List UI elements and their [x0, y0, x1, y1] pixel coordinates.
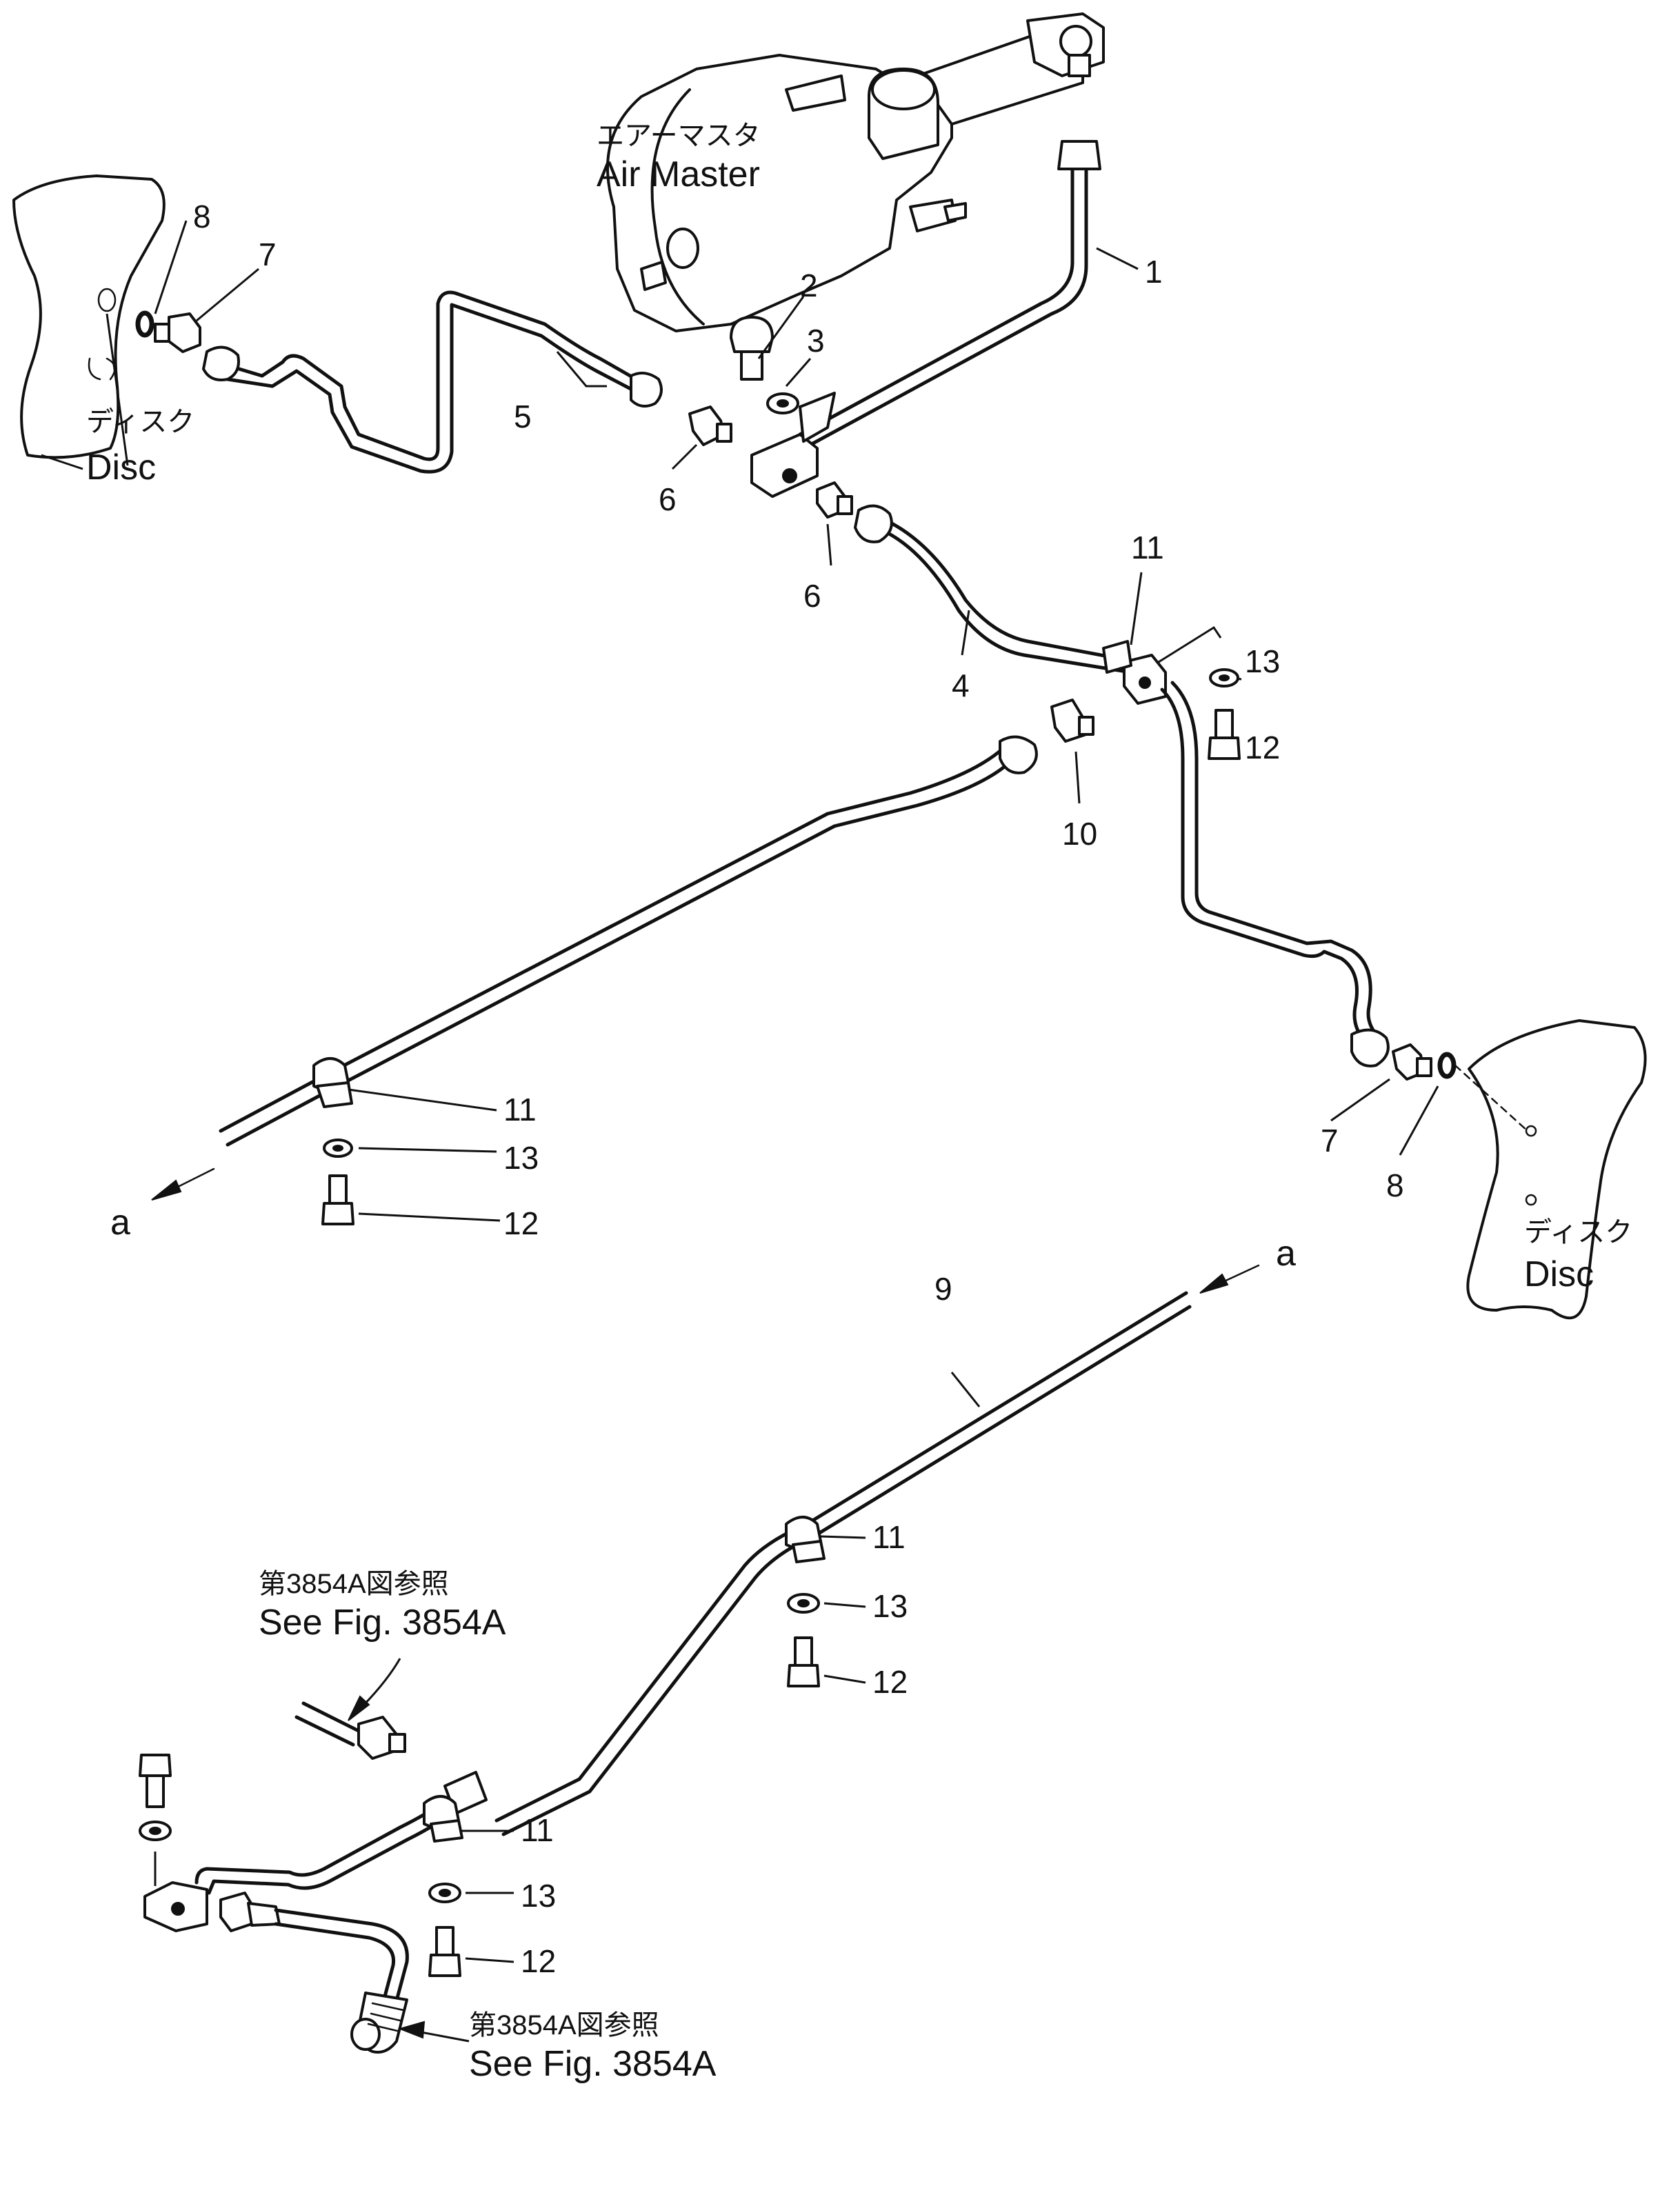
washer-lower-left	[139, 1821, 172, 1841]
see-fig-lower-jp: 第3854A図参照	[469, 2010, 659, 2040]
washer-3	[766, 392, 799, 414]
bolt-2	[730, 316, 774, 381]
clip-11-mid	[785, 1516, 826, 1563]
fitting-6-lower	[816, 481, 853, 519]
see-fig-upper-jp: 第3854A図参照	[259, 1569, 449, 1599]
pipe-to-right-disc	[1160, 681, 1390, 1067]
fitting-7-right	[1392, 1043, 1432, 1081]
part-number-7-left: 7	[259, 237, 277, 272]
lower-fitting-see-fig	[294, 1701, 406, 1760]
bolt-12-lower	[428, 1926, 461, 1977]
part-number-8-right: 8	[1386, 1167, 1404, 1203]
fitting-6-upper	[688, 405, 732, 446]
pipe-1	[798, 140, 1101, 447]
lower-bracket	[143, 1881, 208, 1932]
part-number-11-mid: 11	[872, 1519, 906, 1555]
clip-11-lower	[423, 1795, 463, 1843]
part-number-13-top: 13	[1245, 643, 1280, 679]
part-number-11-lower: 11	[521, 1812, 554, 1848]
disc-right-jp-label: ディスク	[1524, 1217, 1632, 1247]
o-ring-8-left	[135, 310, 154, 338]
fitting-7-left	[154, 312, 240, 381]
washer-13-left	[323, 1139, 353, 1158]
part-number-13-lower: 13	[521, 1878, 556, 1914]
disc-right-en-label: Disc	[1524, 1254, 1594, 1294]
bolt-lower-left	[139, 1754, 172, 1808]
pipe-to-a-left	[219, 735, 1038, 1147]
ref-arrow-a-left: a	[110, 1167, 215, 1243]
part-number-4: 4	[952, 668, 970, 703]
left-disc	[12, 174, 166, 459]
see-fig-lower-en: See Fig. 3854A	[469, 2044, 717, 2084]
bolt-12-left	[321, 1174, 354, 1225]
part-number-12-lower: 12	[521, 1943, 556, 1979]
right-disc	[1454, 1019, 1647, 1320]
part-number-7-right: 7	[1321, 1123, 1339, 1159]
pipe-5	[226, 290, 663, 474]
fitting-10	[1050, 699, 1094, 743]
part-number-9: 9	[934, 1271, 952, 1307]
disc-left-jp-label: ディスク	[86, 407, 194, 437]
see-fig-upper-arrowhead	[348, 1695, 370, 1721]
junction-block	[1102, 640, 1167, 705]
part-number-12-left: 12	[503, 1205, 539, 1241]
air-master-en-label: Air Master	[597, 154, 760, 194]
part-number-6-lower: 6	[803, 578, 821, 614]
air-master-jp-label: エアーマスタ	[597, 121, 761, 151]
part-number-11-top: 11	[1131, 530, 1164, 565]
washer-13-top	[1209, 668, 1239, 688]
part-number-8-left: 8	[193, 199, 211, 234]
bolt-12-top	[1208, 709, 1241, 760]
pipe-9	[494, 1291, 1192, 1836]
part-number-11-left: 11	[503, 1092, 537, 1127]
clip-11-left	[312, 1057, 353, 1108]
washer-13-mid	[787, 1593, 820, 1614]
see-fig-lower-arrowhead	[397, 2020, 426, 2039]
tee-block	[750, 392, 836, 498]
washer-13-lower	[428, 1883, 461, 1903]
disc-left-en-label: Disc	[86, 448, 156, 488]
air-master-assembly	[606, 12, 1105, 332]
pipe-4	[854, 504, 1140, 674]
bolt-12-mid	[787, 1636, 820, 1687]
ref-a-right-label: a	[1276, 1234, 1296, 1274]
see-fig-upper-en: See Fig. 3854A	[259, 1603, 506, 1643]
part-number-12-mid: 12	[872, 1664, 908, 1700]
ref-arrow-a-right: a	[1199, 1234, 1296, 1294]
leader-lines	[41, 220, 1439, 1963]
part-number-10: 10	[1062, 816, 1097, 852]
part-number-13-mid: 13	[872, 1588, 908, 1624]
part-number-5: 5	[514, 399, 532, 434]
part-number-1: 1	[1145, 254, 1163, 290]
part-number-6-upper: 6	[659, 481, 677, 517]
part-number-13-left: 13	[503, 1140, 539, 1176]
o-ring-8-right	[1437, 1052, 1457, 1079]
ref-a-left-label: a	[110, 1203, 130, 1243]
part-number-2: 2	[800, 268, 818, 303]
part-number-12-top: 12	[1245, 730, 1280, 765]
lower-pipe-to-bracket	[194, 1801, 450, 1895]
hose-assembly	[219, 1892, 409, 2054]
part-number-3: 3	[807, 323, 825, 359]
